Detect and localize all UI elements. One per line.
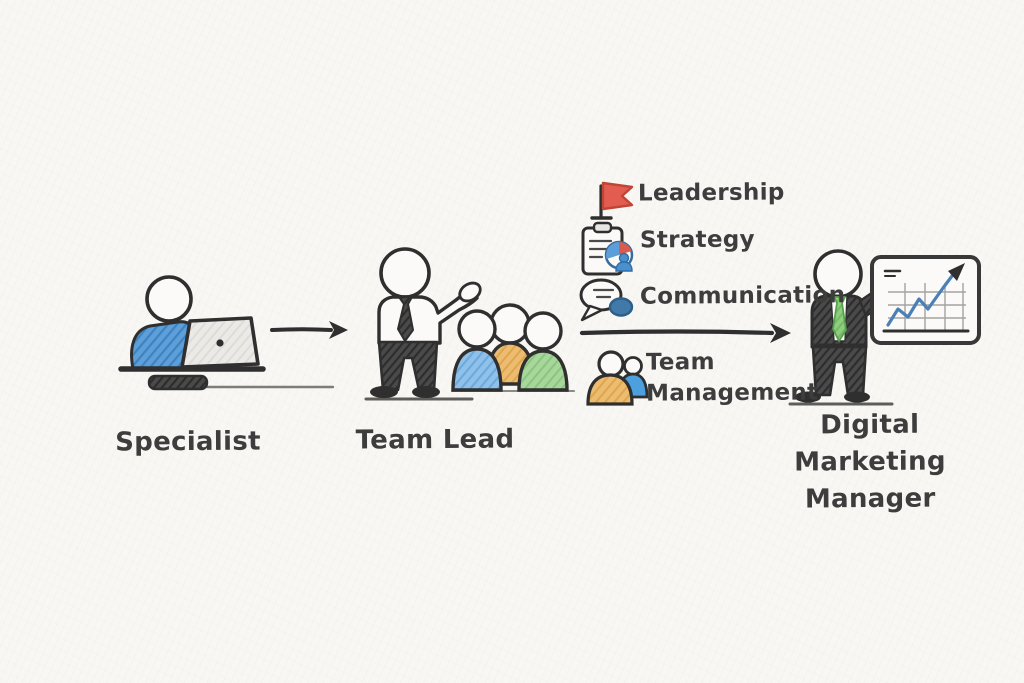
team-member-blue: [451, 309, 503, 392]
flag-icon: [590, 181, 634, 220]
manager-shoe-left: [795, 391, 821, 403]
skill-label-strategy: Strategy: [639, 226, 755, 254]
arrow-head: [329, 321, 348, 339]
team-lead-head: [379, 247, 431, 299]
specialist-figure: [118, 275, 335, 391]
stage-label-team-lead: Team Lead: [355, 424, 515, 456]
team-lead-shoe-right: [412, 386, 440, 398]
arrow-teamlead-to-manager: [579, 323, 791, 343]
team-lead-hand: [458, 281, 482, 303]
laptop-logo-dot: [216, 339, 224, 347]
whiteboard: [870, 255, 981, 345]
clipboard-pie-chart-icon: [581, 221, 634, 276]
arrow-shaft: [270, 327, 333, 332]
arrow-specialist-to-teamlead: [270, 321, 348, 339]
manager-tie: [832, 296, 847, 342]
team-lead-tie: [397, 296, 414, 342]
stage-label-specialist: Specialist: [115, 426, 261, 458]
specialist-head: [145, 275, 193, 323]
team-group: [451, 303, 575, 392]
team-lead-trousers: [377, 340, 439, 392]
team-lead-shoe-left: [370, 386, 398, 398]
manager-shoe-right: [844, 391, 870, 403]
desk-base: [147, 374, 209, 391]
arrow-shaft: [579, 329, 775, 336]
arrow-head: [770, 323, 791, 343]
team-lead-figure: [364, 247, 482, 401]
growth-trend-line: [886, 274, 954, 327]
skill-label-leadership: Leadership: [637, 179, 785, 207]
manager-trousers: [811, 345, 868, 397]
stage-label-digital-marketing-manager: Digital Marketing Manager: [794, 409, 946, 515]
two-people-icon: [586, 350, 649, 406]
team-member-green: [517, 311, 569, 392]
chart-grid: [888, 283, 966, 330]
trend-arrow-head: [948, 263, 965, 281]
skill-label-team-management: Team Management: [645, 349, 819, 407]
skill-label-communication: Communication: [639, 282, 846, 310]
speech-bubbles-icon: [579, 278, 634, 322]
manager-figure: [788, 249, 897, 406]
